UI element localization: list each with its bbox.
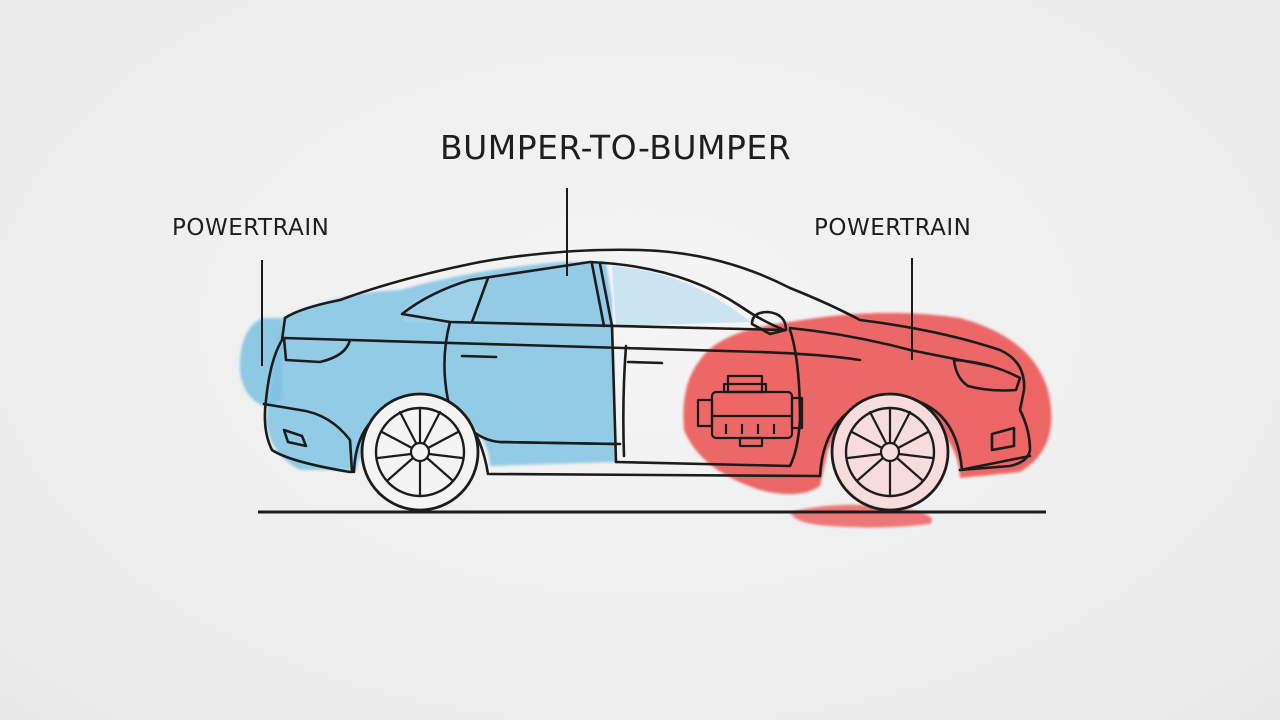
powertrain-ground-smear xyxy=(790,504,932,528)
bumper-to-bumper-label: BUMPER-TO-BUMPER xyxy=(440,128,792,167)
b-pillar-inner xyxy=(598,262,614,328)
front-door xyxy=(610,324,618,464)
rear-door-handle xyxy=(460,354,498,359)
rear-bumper-line xyxy=(262,402,354,474)
rear-reflector xyxy=(282,428,308,448)
front-lip xyxy=(958,454,1032,472)
callout-lines xyxy=(261,188,913,366)
rear-wheel xyxy=(360,392,480,512)
front-window-wash xyxy=(612,266,750,326)
front-wheel xyxy=(830,392,950,512)
front-door-edge xyxy=(614,328,802,468)
car-body-line xyxy=(283,248,1032,472)
window-frame xyxy=(400,260,786,332)
hood-line xyxy=(788,326,992,368)
side-mirror xyxy=(750,310,788,336)
bumper-to-bumper-wash xyxy=(266,262,616,470)
b-pillar xyxy=(590,262,606,328)
car-rocker-line xyxy=(488,472,822,478)
rear-window-divider xyxy=(470,276,490,324)
front-door-handle xyxy=(626,360,664,365)
front-door-vertical xyxy=(622,344,628,458)
beltline xyxy=(348,338,862,362)
rear-window-wash xyxy=(404,276,486,324)
car-rear-line xyxy=(263,316,352,474)
door-lower-crease xyxy=(498,440,622,446)
engine-icon xyxy=(696,374,804,448)
rear-powertrain-label: POWERTRAIN xyxy=(172,215,330,241)
front-bumper-grille xyxy=(990,426,1016,452)
front-powertrain-label: POWERTRAIN xyxy=(814,215,972,241)
